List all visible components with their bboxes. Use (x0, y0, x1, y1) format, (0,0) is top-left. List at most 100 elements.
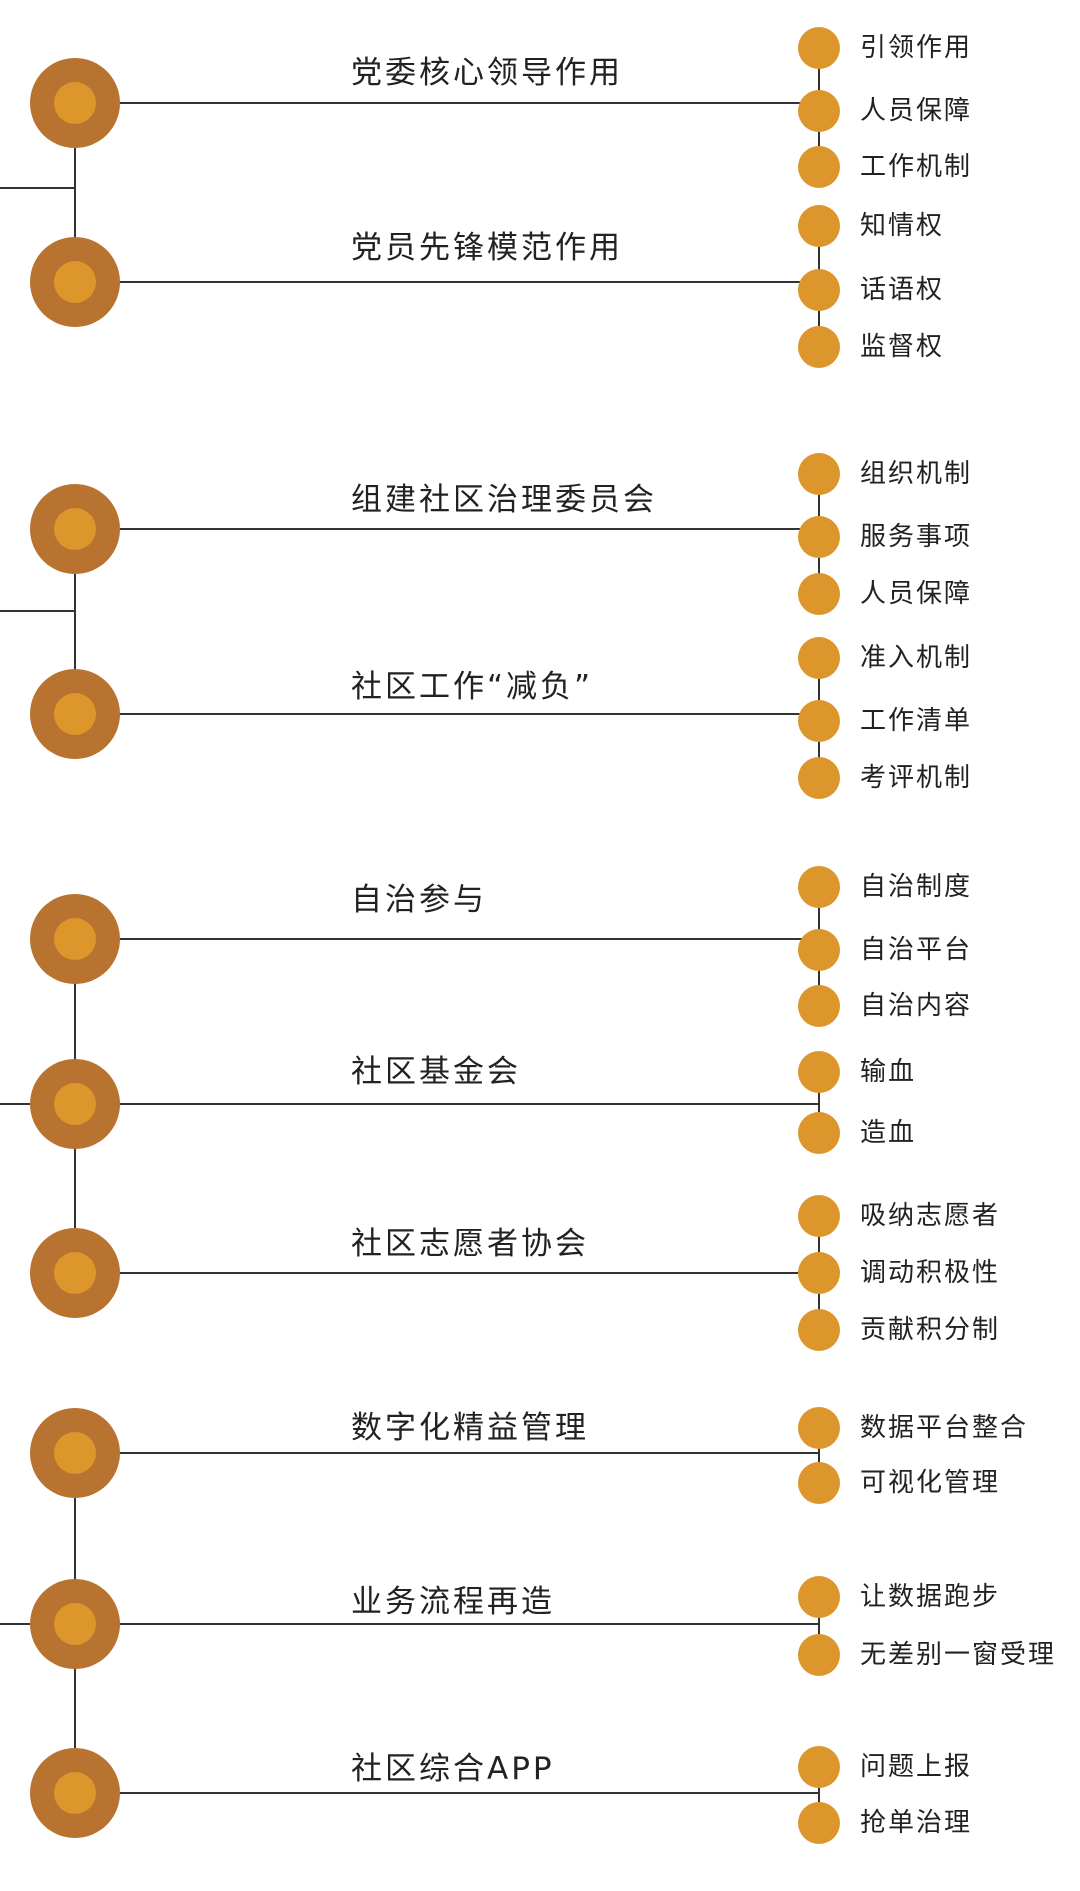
item-circle (798, 1051, 840, 1093)
node-line (75, 1792, 819, 1794)
item-connector-line (818, 1072, 820, 1133)
node-line (75, 528, 819, 530)
item-label: 抢单治理 (860, 1808, 973, 1838)
node-label: 社区工作“减负” (351, 669, 594, 705)
item-label: 贡献积分制 (860, 1315, 1001, 1345)
item-circle (798, 1746, 840, 1788)
item-label: 无差别一窗受理 (860, 1640, 1057, 1670)
node-line (75, 281, 819, 283)
node-inner-circle (54, 1252, 96, 1294)
item-circle (798, 1252, 840, 1294)
item-label: 调动积极性 (860, 1258, 1001, 1288)
node-line (75, 1272, 819, 1274)
item-label: 考评机制 (860, 763, 973, 793)
node-line (75, 1623, 819, 1625)
item-circle (798, 516, 840, 558)
item-circle (798, 90, 840, 132)
item-label: 监督权 (860, 332, 945, 362)
item-circle (798, 700, 840, 742)
item-circle (798, 573, 840, 615)
node-label: 党员先锋模范作用 (351, 230, 623, 266)
node-label: 自治参与 (351, 882, 487, 918)
node-inner-circle (54, 508, 96, 550)
item-circle (798, 637, 840, 679)
item-circle (798, 1462, 840, 1504)
item-label: 让数据跑步 (860, 1582, 1001, 1612)
item-label: 输血 (860, 1057, 917, 1087)
node-inner-circle (54, 1432, 96, 1474)
item-circle (798, 146, 840, 188)
item-label: 数据平台整合 (860, 1413, 1029, 1443)
node-label: 业务流程再造 (351, 1584, 555, 1620)
node-label: 数字化精益管理 (351, 1410, 589, 1446)
node-circle (30, 1408, 120, 1498)
node-label: 社区综合APP (351, 1751, 555, 1787)
node-line (75, 938, 819, 940)
item-circle (798, 1195, 840, 1237)
item-label: 工作机制 (860, 152, 973, 182)
branch-line (0, 187, 75, 189)
item-label: 人员保障 (860, 96, 973, 126)
item-label: 问题上报 (860, 1752, 973, 1782)
node-inner-circle (54, 261, 96, 303)
item-circle (798, 929, 840, 971)
node-circle (30, 1059, 120, 1149)
item-circle (798, 757, 840, 799)
node-label: 党委核心领导作用 (351, 55, 623, 91)
item-label: 吸纳志愿者 (860, 1201, 1001, 1231)
node-inner-circle (54, 693, 96, 735)
item-circle (798, 1309, 840, 1351)
node-inner-circle (54, 82, 96, 124)
node-circle (30, 1579, 120, 1669)
node-circle (30, 669, 120, 759)
group-connector-line (74, 529, 76, 714)
item-circle (798, 985, 840, 1027)
node-inner-circle (54, 1772, 96, 1814)
node-inner-circle (54, 1083, 96, 1125)
item-label: 话语权 (860, 275, 945, 305)
item-circle (798, 1634, 840, 1676)
item-label: 自治制度 (860, 872, 973, 902)
item-circle (798, 269, 840, 311)
node-line (75, 713, 819, 715)
node-circle (30, 1748, 120, 1838)
item-circle (798, 1407, 840, 1449)
item-circle (798, 1802, 840, 1844)
node-label: 组建社区治理委员会 (351, 482, 657, 518)
item-connector-line (818, 1428, 820, 1483)
item-circle (798, 326, 840, 368)
node-circle (30, 894, 120, 984)
node-line (75, 102, 819, 104)
node-label: 社区志愿者协会 (351, 1226, 589, 1262)
item-label: 服务事项 (860, 522, 973, 552)
node-line (75, 1103, 819, 1105)
node-inner-circle (54, 1603, 96, 1645)
node-circle (30, 237, 120, 327)
node-line (75, 1452, 819, 1454)
branch-line (0, 610, 75, 612)
item-connector-line (818, 1767, 820, 1823)
item-label: 人员保障 (860, 579, 973, 609)
item-circle (798, 1112, 840, 1154)
item-circle (798, 866, 840, 908)
group-connector-line (74, 103, 76, 282)
item-circle (798, 1576, 840, 1618)
item-circle (798, 205, 840, 247)
item-label: 知情权 (860, 211, 945, 241)
item-circle (798, 27, 840, 69)
node-circle (30, 1228, 120, 1318)
item-label: 工作清单 (860, 706, 973, 736)
node-circle (30, 484, 120, 574)
item-label: 准入机制 (860, 643, 973, 673)
item-connector-line (818, 1597, 820, 1655)
item-circle (798, 453, 840, 495)
item-label: 引领作用 (860, 33, 973, 63)
item-label: 造血 (860, 1118, 917, 1148)
item-label: 组织机制 (860, 459, 973, 489)
node-label: 社区基金会 (351, 1054, 521, 1090)
node-inner-circle (54, 918, 96, 960)
node-circle (30, 58, 120, 148)
item-label: 可视化管理 (860, 1468, 1001, 1498)
item-label: 自治平台 (860, 935, 973, 965)
